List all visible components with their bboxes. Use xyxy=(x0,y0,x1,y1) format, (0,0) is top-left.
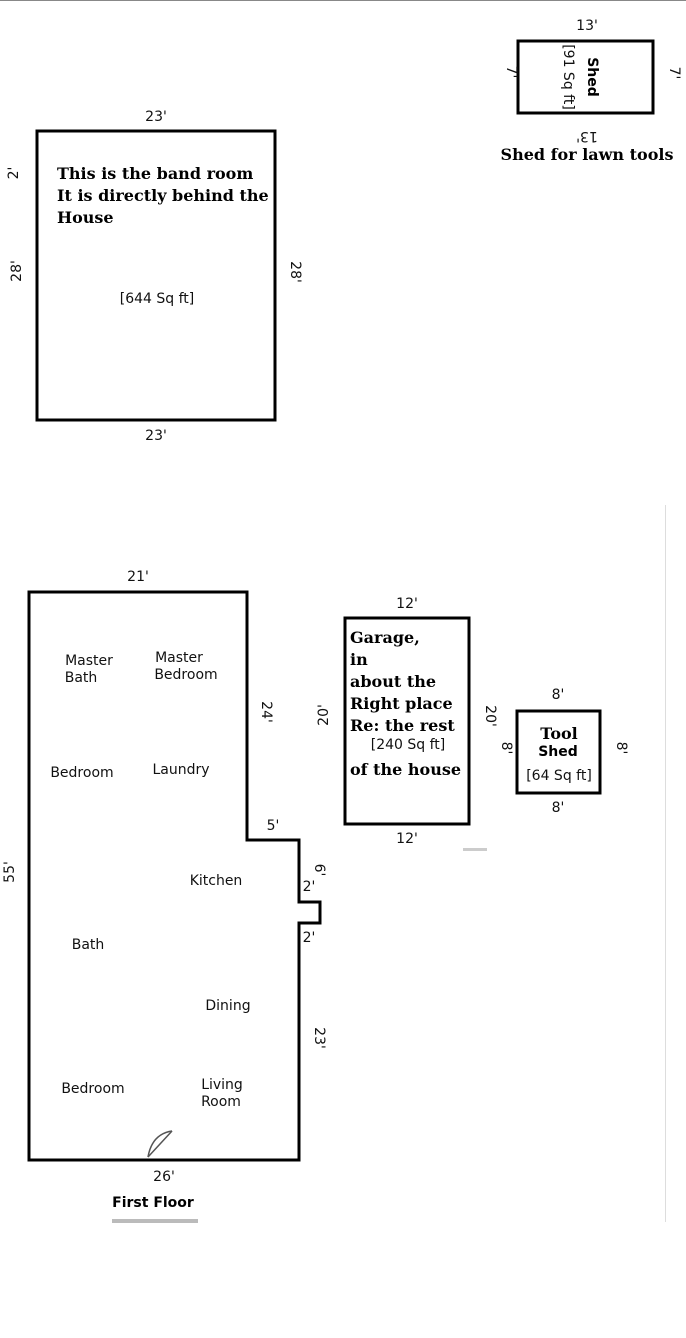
house-dim-left: 55' xyxy=(2,861,18,883)
tool-shed-dim-left: 8' xyxy=(498,742,514,755)
garage-note-line4: Right place xyxy=(350,694,453,713)
lawn-shed-outline xyxy=(516,39,655,115)
house-dim-notch-top: 5' xyxy=(267,818,280,834)
garage-dim-right: 20' xyxy=(482,705,498,727)
band-room-outline xyxy=(35,129,277,422)
tool-shed: 8' 8' 8' 8' Tool Shed [64 Sq ft] xyxy=(498,687,629,816)
room-bedroom-upper: Bedroom xyxy=(50,765,113,781)
band-room-dim-top: 23' xyxy=(145,109,167,125)
garage-dim-top: 12' xyxy=(396,596,418,612)
band-room-dim-right: 28' xyxy=(287,261,303,283)
band-room-dim-left-top: 2' xyxy=(6,167,22,180)
tool-shed-area: [64 Sq ft] xyxy=(526,768,592,784)
lawn-shed: 13' 13' 7' 7' Shed [91 Sq ft] Shed for l… xyxy=(501,18,682,164)
house-dim-notch-side: 6' xyxy=(311,864,327,877)
tool-shed-dim-right: 8' xyxy=(613,742,629,755)
house-dim-top: 21' xyxy=(127,569,149,585)
cropped-garage-text xyxy=(463,848,487,851)
room-dining: Dining xyxy=(205,998,250,1014)
garage-area: [240 Sq ft] xyxy=(371,737,446,753)
house: 21' 55' 24' 5' 6' 2' 2' 23' 26' Master B… xyxy=(2,569,327,1223)
room-master-bedroom-line1: Master xyxy=(155,650,203,666)
tool-shed-dim-top: 8' xyxy=(552,687,565,703)
tool-shed-outline xyxy=(515,709,602,795)
house-dim-right-lower: 23' xyxy=(311,1027,327,1049)
band-room-note-line2: It is directly behind the xyxy=(57,186,269,205)
house-dim-bump-top: 2' xyxy=(303,879,316,895)
garage-note-line1: Garage, xyxy=(350,628,420,647)
band-room-note-line1: This is the band room xyxy=(57,164,253,183)
band-room-dim-bottom: 23' xyxy=(145,428,167,444)
lawn-shed-caption: Shed for lawn tools xyxy=(501,145,674,164)
lawn-shed-label: Shed xyxy=(584,57,600,97)
room-laundry: Laundry xyxy=(152,762,209,778)
garage-note-line5: Re: the rest xyxy=(350,716,455,735)
garage: 12' 12' 20' 20' Garage, in about the Rig… xyxy=(316,596,498,851)
room-living-line1: Living xyxy=(201,1077,243,1093)
room-kitchen: Kitchen xyxy=(190,873,243,889)
floor-label: First Floor xyxy=(112,1195,194,1211)
room-bedroom-lower: Bedroom xyxy=(61,1081,124,1097)
lawn-shed-area: [91 Sq ft] xyxy=(560,44,576,110)
garage-dim-left: 20' xyxy=(316,704,332,726)
tool-shed-label-line1: Tool xyxy=(540,724,578,743)
band-room-area: [644 Sq ft] xyxy=(120,291,195,307)
band-room-note-line3: House xyxy=(57,208,114,227)
lawn-shed-dim-right: 7' xyxy=(666,67,682,80)
room-bath: Bath xyxy=(72,937,105,953)
lawn-shed-dim-left: 7' xyxy=(503,66,519,79)
door-swing xyxy=(147,1130,173,1158)
room-living-line2: Room xyxy=(201,1094,241,1110)
room-master-bath-line1: Master xyxy=(65,653,113,669)
room-master-bedroom-line2: Bedroom xyxy=(154,667,217,683)
cropped-area-text xyxy=(112,1219,198,1223)
room-master-bath-line2: Bath xyxy=(65,670,98,686)
tool-shed-label-line2: Shed xyxy=(538,744,578,760)
house-dim-bump-bottom: 2' xyxy=(303,930,316,946)
house-dim-bottom: 26' xyxy=(153,1169,175,1185)
house-outline xyxy=(27,590,322,1162)
garage-note-line2: in xyxy=(350,650,368,669)
lawn-shed-dim-top: 13' xyxy=(576,18,598,34)
garage-note-line6: of the house xyxy=(350,760,461,779)
garage-outline xyxy=(343,616,471,826)
band-room-dim-left: 28' xyxy=(9,260,25,282)
band-room: 23' 23' 2' 28' 28' This is the band room… xyxy=(6,109,303,444)
garage-note-line3: about the xyxy=(350,672,436,691)
house-dim-right-upper: 24' xyxy=(258,701,274,723)
tool-shed-dim-bottom: 8' xyxy=(552,800,565,816)
lawn-shed-dim-bottom: 13' xyxy=(576,128,598,144)
garage-dim-bottom: 12' xyxy=(396,831,418,847)
door-leaf xyxy=(147,1130,173,1158)
